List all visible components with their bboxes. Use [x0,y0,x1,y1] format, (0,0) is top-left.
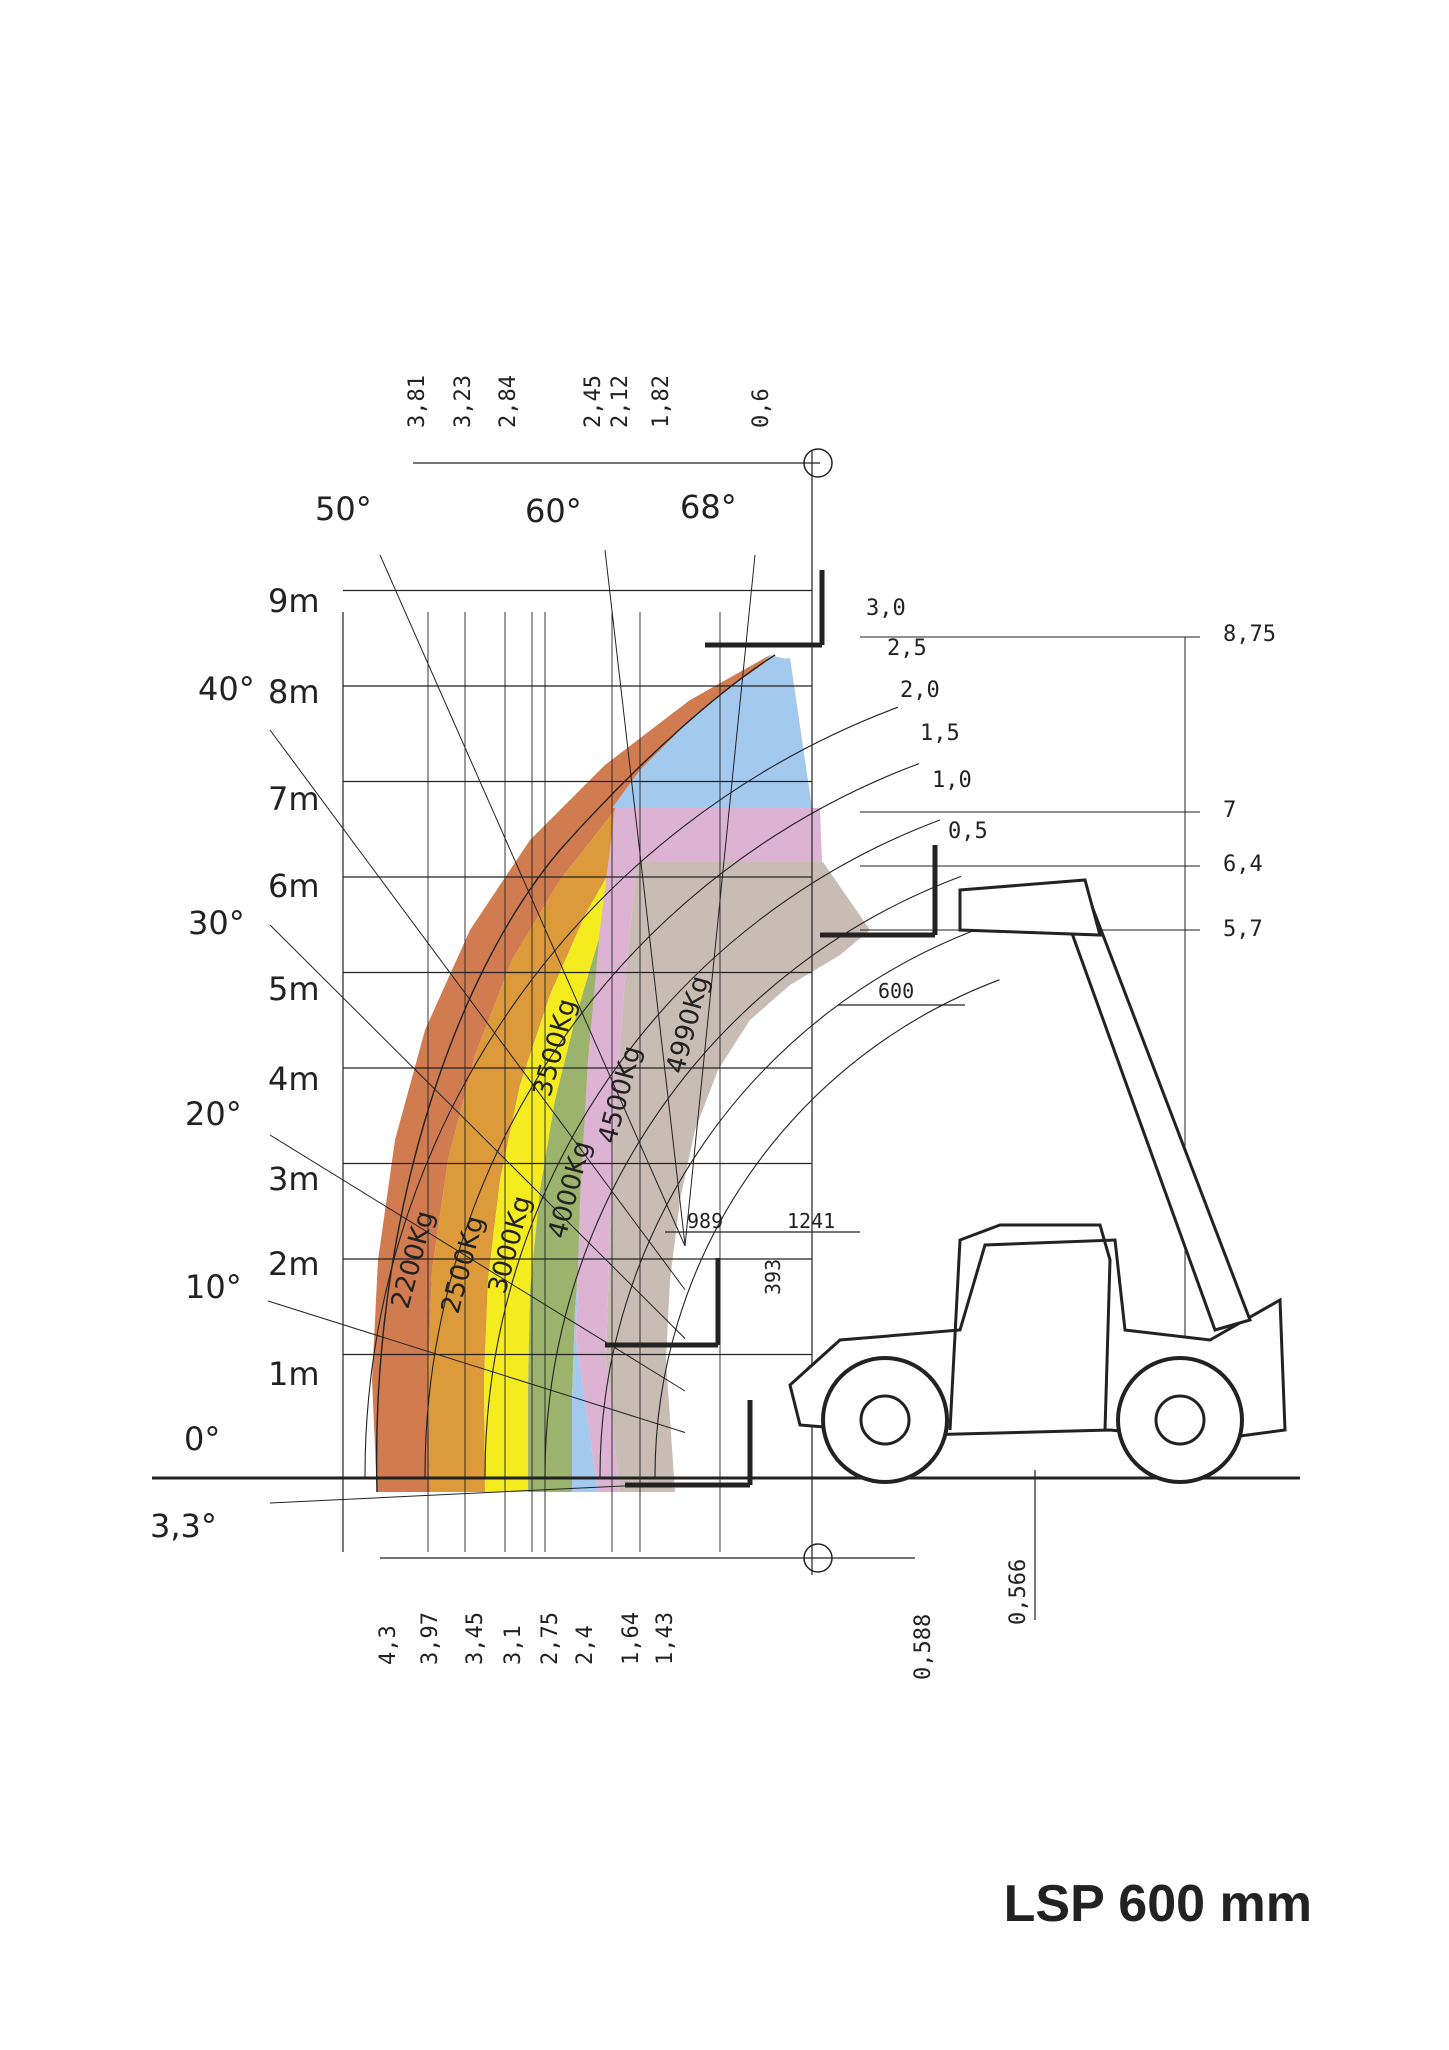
top-dim-label: 2,84 [496,375,521,428]
ground-clearance-label: 0,566 [1006,1559,1031,1625]
reach-arcs [364,654,1000,1493]
front-hub [859,1394,911,1446]
bottom-dim-label: 0,588 [911,1614,936,1680]
angle-label: 20° [185,1095,242,1133]
load-band-4500kg [576,808,822,1492]
top-dim-label: 1,82 [649,375,674,428]
load-band-4990kg [606,862,870,1492]
load-band-2200kg [372,655,770,1492]
extension-label: 1,0 [932,768,972,793]
angle-ray-2 [684,554,756,1247]
reach-arc [544,875,962,1479]
height-label: 3m [268,1160,320,1198]
height-label: 2m [268,1245,320,1283]
bottom-dim-label: 2,4 [573,1625,598,1665]
angle-ray-1 [604,549,686,1245]
front-wheel [821,1356,949,1484]
front-reach-label: 989 [687,1209,723,1233]
angle-rays [267,549,756,1504]
right-height-label: 8,75 [1223,622,1276,647]
height-label: 5m [268,970,320,1008]
angle-label: 30° [188,904,245,942]
height-label: 4m [268,1060,320,1098]
angle-ray-3 [269,729,686,1291]
lower-fork [625,1400,753,1488]
load-band-4000kg-cap [612,658,812,808]
extension-label: 3,0 [866,596,906,621]
angle-label: 40° [198,670,255,708]
top-dim-label: 2,45 [581,375,606,428]
height-label: 1m [268,1355,320,1393]
angle-ray-0 [379,554,686,1247]
angle-label: 3,3° [150,1507,217,1545]
bottom-dim-label: 3,1 [501,1625,526,1665]
bottom-dim-label: 3,45 [463,1612,488,1665]
angle-ray-6 [267,1300,686,1433]
machine-cab [948,1223,1112,1431]
boom-head [958,878,1102,937]
reach-arc [654,979,1000,1479]
fork-height-label: 393 [761,1259,785,1295]
bottom-dim-label: 1,64 [619,1612,644,1665]
load-band-2500kg [428,655,770,1492]
right-height-label: 5,7 [1223,917,1263,942]
top-dim-label: 2,12 [608,375,633,428]
telehandler-icon [605,570,1287,1488]
angle-label: 60° [525,492,582,530]
height-label: 0° [184,1420,220,1458]
extension-label: 2,5 [887,636,927,661]
rear-hub [1154,1394,1206,1446]
top-fork [705,570,825,648]
top-dim-label: 3,81 [405,375,430,428]
height-label: 6m [268,867,320,905]
extension-label: 2,0 [900,678,940,703]
wheelbase-label: 1241 [787,1209,835,1233]
angle-label: 10° [185,1268,242,1306]
pivot-marker-bottom [803,1543,833,1573]
height-label: 9m [268,582,320,620]
upper-fork [820,845,938,938]
reach-arc [364,706,899,1479]
bottom-dim-label: 3,97 [418,1612,443,1665]
top-dim-label: 3,23 [451,375,476,428]
model-title: LSP 600 mm [1003,1875,1312,1933]
angle-ray-4 [269,924,686,1339]
angle-label: 68° [680,488,737,526]
angle-ray-5 [269,1134,686,1392]
extension-label: 0,5 [948,819,988,844]
load-bands [372,655,870,1492]
right-height-label: 6,4 [1223,852,1263,877]
angle-label: 50° [315,490,372,528]
middle-fork [605,1258,721,1348]
fork-offset-label: 600 [878,979,914,1003]
height-label: 8m [268,673,320,711]
reach-arc [424,763,920,1479]
pivot-marker-top [803,448,833,478]
grid [152,450,1300,1575]
bottom-dim-label: 4,3 [376,1625,401,1665]
angle-ray-7 [269,1482,686,1504]
reach-arc [599,927,981,1479]
rear-wheel [1116,1356,1244,1484]
bottom-dim-label: 1,43 [653,1612,678,1665]
extension-label: 1,5 [920,721,960,746]
envelope-outline [375,654,776,1493]
top-dim-label: 0,6 [749,388,774,428]
right-height-label: 7 [1223,798,1236,823]
height-label: 7m [268,780,320,818]
reach-arc [484,819,941,1479]
bottom-dim-label: 2,75 [538,1612,563,1665]
